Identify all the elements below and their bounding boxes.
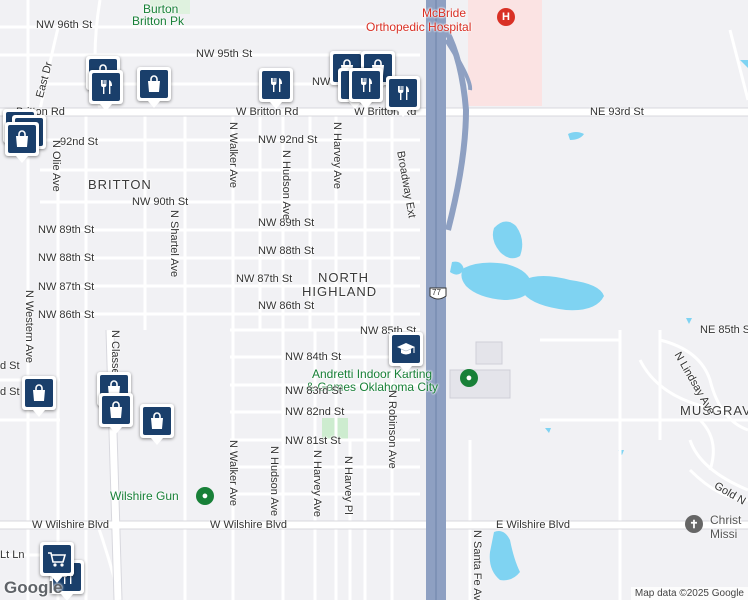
restaurant-pin[interactable] — [349, 68, 383, 109]
church-marker-icon[interactable]: ✝ — [685, 515, 703, 533]
shopping-bag-icon — [25, 379, 53, 407]
restaurant-icon — [389, 79, 417, 107]
restaurant-icon — [352, 71, 380, 99]
shopping-bag-icon — [140, 70, 168, 98]
hospital-marker-icon[interactable]: H — [497, 8, 515, 26]
shopping-bag-pin[interactable] — [140, 404, 174, 445]
shopping-bag-pin[interactable] — [99, 393, 133, 434]
shopping-bag-icon — [143, 407, 171, 435]
restaurant-pin[interactable] — [259, 68, 293, 109]
restaurant-icon — [92, 73, 120, 101]
karting-marker-icon[interactable]: ● — [460, 369, 478, 387]
shopping-bag-icon — [8, 125, 36, 153]
school-icon — [392, 335, 420, 363]
burton-park-area — [150, 0, 190, 14]
water-bodies — [450, 60, 748, 581]
restaurant-pin[interactable] — [386, 76, 420, 117]
shopping-bag-icon — [102, 396, 130, 424]
google-logo[interactable]: Google — [4, 578, 63, 597]
map-attribution[interactable]: Map data ©2025 Google — [630, 587, 748, 600]
shopping-bag-pin[interactable] — [5, 122, 39, 163]
restaurant-icon — [262, 71, 290, 99]
shopping-bag-pin[interactable] — [22, 376, 56, 417]
parking-lots — [449, 341, 511, 399]
restaurant-pin[interactable] — [89, 70, 123, 111]
shopping-bag-pin[interactable] — [137, 67, 171, 108]
shopping-cart-icon — [43, 545, 71, 573]
gun-store-marker-icon[interactable]: ● — [196, 487, 214, 505]
highway-77 — [426, 0, 473, 600]
shopping-cart-pin[interactable] — [40, 542, 74, 583]
route-77-shield — [429, 287, 447, 300]
school-pin[interactable] — [389, 332, 423, 373]
